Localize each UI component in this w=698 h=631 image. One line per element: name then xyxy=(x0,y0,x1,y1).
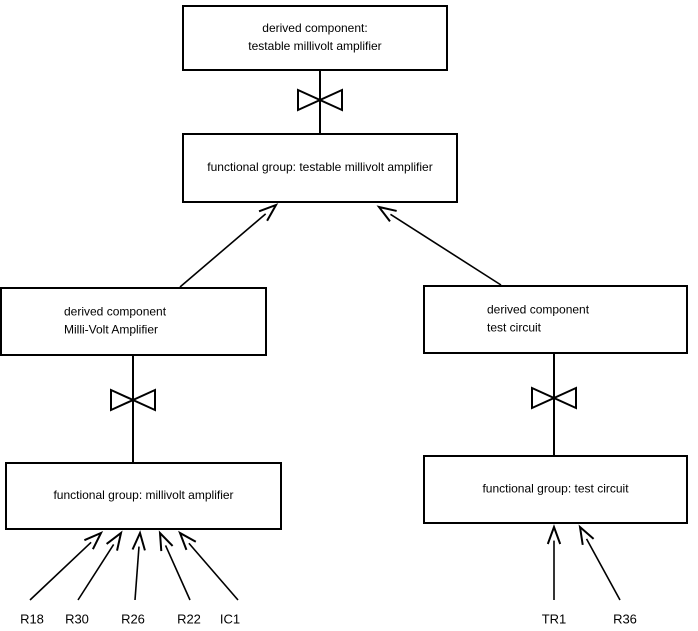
node-box-top-derived xyxy=(182,5,448,71)
arrow-tr1-to-right-functional xyxy=(546,524,562,600)
arrow-shaft xyxy=(77,544,115,601)
node-left-derived-component[interactable]: derived component Milli-Volt Amplifier xyxy=(0,287,267,356)
node-box-right-derived xyxy=(423,285,688,354)
node-label-left-derived-line1: derived component xyxy=(64,305,167,319)
connector-right-derived-to-right-functional xyxy=(531,354,577,455)
arrowhead-icon xyxy=(178,530,197,551)
arrow-right-derived-to-top-functional xyxy=(376,205,502,286)
bowtie-icon xyxy=(110,388,156,412)
arrow-r18-to-left-functional xyxy=(29,530,104,601)
node-right-functional-group[interactable]: functional group: test circuit xyxy=(423,455,688,524)
node-box-left-derived xyxy=(0,287,267,356)
node-left-functional-group[interactable]: functional group: millivolt amplifier xyxy=(5,462,282,530)
arrowhead-icon xyxy=(258,203,279,222)
connector-left-derived-to-left-functional xyxy=(110,356,156,462)
node-right-derived-component[interactable]: derived component test circuit xyxy=(423,285,688,354)
bowtie-icon xyxy=(297,88,343,112)
node-label-left-functional-line1: functional group: millivolt amplifier xyxy=(53,488,233,502)
leaf-r30[interactable]: R30 xyxy=(65,611,89,626)
arrow-shaft xyxy=(585,538,621,601)
arrow-shaft xyxy=(134,546,140,601)
node-box-top-functional xyxy=(182,133,458,203)
node-label-right-functional-line1: functional group: test circuit xyxy=(482,482,629,496)
arrowhead-icon xyxy=(105,530,123,551)
arrows-layer xyxy=(29,203,621,601)
arrow-shaft xyxy=(164,545,191,601)
arrow-r36-to-right-functional xyxy=(578,524,621,601)
arrowhead-icon xyxy=(376,205,397,222)
leaf-r18[interactable]: R18 xyxy=(20,611,44,626)
leaf-r26[interactable]: R26 xyxy=(121,611,145,626)
node-label-left-derived-line2: Milli-Volt Amplifier xyxy=(64,323,158,337)
leaf-r22[interactable]: R22 xyxy=(177,611,201,626)
arrowhead-icon xyxy=(83,530,104,550)
connectors-layer xyxy=(110,71,577,462)
arrow-shaft xyxy=(179,213,267,288)
arrow-r30-to-left-functional xyxy=(77,530,123,601)
leaf-tr1[interactable]: TR1 xyxy=(542,611,567,626)
arrow-r26-to-left-functional xyxy=(131,530,146,601)
leaf-ic1[interactable]: IC1 xyxy=(220,611,240,626)
node-top-derived-component[interactable]: derived component: testable millivolt am… xyxy=(182,5,448,71)
node-top-functional-group[interactable]: functional group: testable millivolt amp… xyxy=(182,133,458,203)
arrow-shaft xyxy=(188,542,239,601)
bowtie-icon xyxy=(531,386,577,410)
arrowhead-icon xyxy=(131,530,146,551)
nodes-layer: derived component: testable millivolt am… xyxy=(0,5,688,530)
connector-top-derived-to-top-functional xyxy=(297,71,343,133)
arrow-ic1-to-left-functional xyxy=(178,530,239,601)
arrowhead-icon xyxy=(158,530,174,552)
node-box-left-functional xyxy=(5,462,282,530)
arrowhead-icon xyxy=(546,524,562,545)
node-label-right-derived-line2: test circuit xyxy=(487,321,542,335)
leaf-r36[interactable]: R36 xyxy=(613,611,637,626)
node-label-top-derived-line2: testable millivolt amplifier xyxy=(248,39,381,53)
node-label-top-functional-line1: functional group: testable millivolt amp… xyxy=(207,160,432,174)
node-label-right-derived-line1: derived component xyxy=(487,303,590,317)
arrow-r22-to-left-functional xyxy=(158,530,191,601)
node-box-right-functional xyxy=(423,455,688,524)
arrow-shaft xyxy=(29,541,92,601)
node-label-top-derived-line1: derived component: xyxy=(262,21,367,35)
arrow-shaft xyxy=(390,213,502,286)
arrow-left-derived-to-top-functional xyxy=(179,203,279,288)
arrowhead-icon xyxy=(578,524,595,546)
leaves-layer: R18 R30 R26 R22 IC1 TR1 R36 xyxy=(20,611,637,626)
